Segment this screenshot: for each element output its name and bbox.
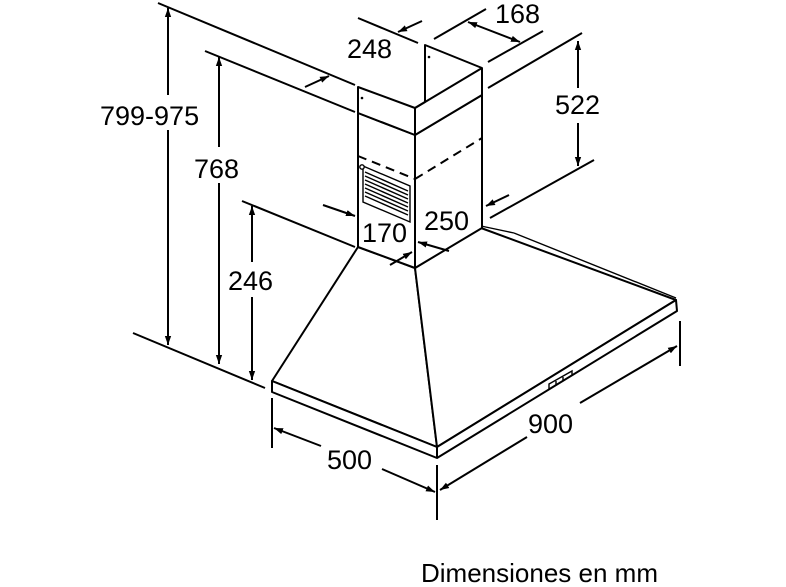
- label-chimney-depth: 248: [347, 34, 392, 64]
- hood-canopy: [271, 225, 678, 459]
- label-depth: 500: [327, 445, 372, 475]
- dimension-width: 900: [439, 321, 681, 491]
- label-canopy-height: 246: [228, 266, 273, 296]
- label-height-768: 768: [194, 154, 239, 184]
- dimension-outlet-width: 250: [417, 194, 510, 252]
- dimension-canopy-height: 246: [228, 206, 273, 380]
- dimension-chimney-upper-height: 522: [487, 32, 600, 219]
- label-chimney-width: 168: [495, 0, 540, 29]
- vent-grille-icon: [359, 164, 411, 224]
- reference-lines-left: [132, 2, 356, 389]
- dimension-chimney-width: 168: [433, 0, 544, 63]
- chimney-lower: [357, 94, 483, 269]
- units-caption: Dimensiones en mm: [421, 558, 658, 587]
- label-width: 900: [528, 409, 573, 439]
- control-panel-icon: [548, 369, 573, 391]
- label-outlet-width: 250: [424, 206, 469, 236]
- chimney-upper: [357, 44, 483, 136]
- dimension-chimney-depth: 248: [304, 17, 423, 88]
- label-total-height: 799-975: [100, 101, 199, 131]
- dimension-total-height: 799-975: [100, 8, 199, 345]
- dimension-height-768: 768: [194, 57, 239, 364]
- dimension-depth: 500: [271, 398, 438, 520]
- label-chimney-upper-height: 522: [555, 90, 600, 120]
- label-outlet-depth: 170: [362, 218, 407, 248]
- dimension-outlet-depth: 170: [322, 204, 413, 266]
